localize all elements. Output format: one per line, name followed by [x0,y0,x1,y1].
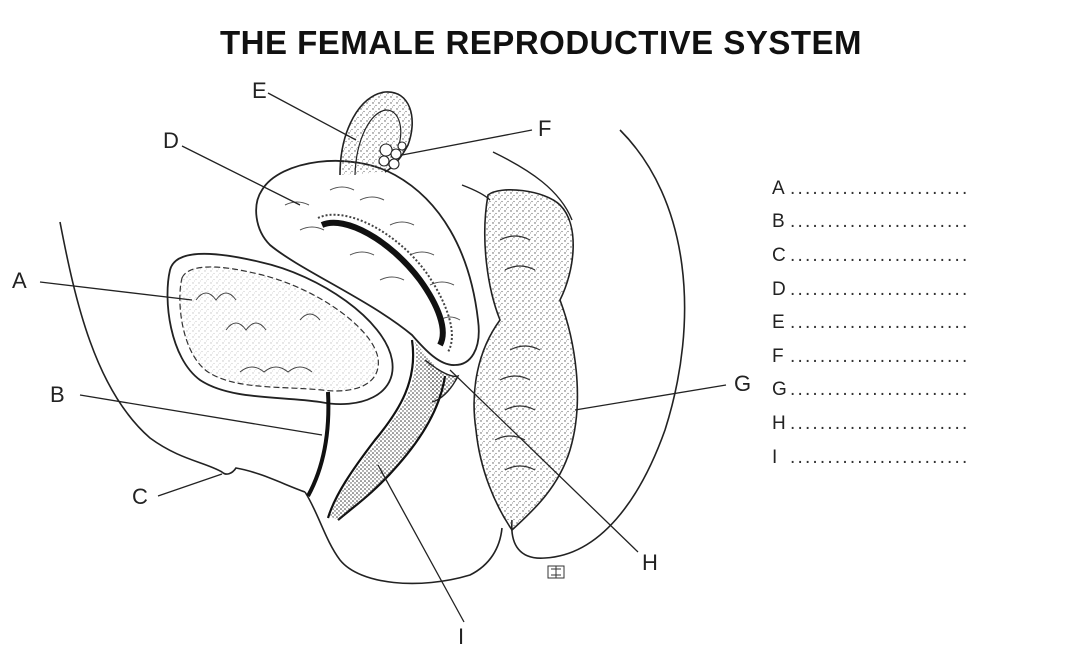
label-b: B [50,382,65,407]
answer-blank[interactable]: ........................ [790,177,970,199]
label-i: I [458,624,465,649]
rectum [473,189,579,532]
leader-line-i [377,464,465,623]
label-h: H [642,550,658,575]
endometrium [317,213,453,353]
answer-list: A........................ B.............… [772,172,1072,474]
answer-row-b[interactable]: B........................ [772,211,970,233]
answer-row-a[interactable]: A........................ [772,177,970,199]
leader-line-g [574,384,727,411]
answer-blank[interactable]: ........................ [790,312,970,334]
pelvic-floor-outline [304,491,503,585]
answer-row-f[interactable]: F........................ [772,345,970,367]
answer-row-i[interactable]: I........................ [772,446,970,468]
leader-line-e [267,92,357,141]
vaginal-wall-fill [330,342,443,520]
vagina [326,339,447,521]
bladder-inner-lining [179,266,379,392]
leader-line-f [401,129,533,156]
answer-blank[interactable]: ........................ [790,446,970,468]
answer-row-c[interactable]: C........................ [772,244,970,266]
answer-blank[interactable]: ........................ [790,211,970,233]
ovary [378,141,407,170]
answer-row-g[interactable]: G........................ [772,379,970,401]
label-d: D [163,128,179,153]
answer-row-h[interactable]: H........................ [772,412,970,434]
perineum-outline [221,467,306,493]
page-title: THE FEMALE REPRODUCTIVE SYSTEM [219,24,863,61]
leader-line-h [449,369,639,553]
posterior-wall [461,151,573,221]
uterus-wall-texture [284,186,461,321]
leader-line-d [181,145,301,206]
label-e: E [252,78,267,103]
answer-row-e[interactable]: E........................ [772,312,970,334]
answer-row-d[interactable]: D........................ [772,278,970,300]
uterine-cavity [320,219,446,347]
back-outline [510,129,686,559]
leader-lines [39,92,727,623]
label-c: C [132,484,148,509]
label-f: F [538,116,552,141]
urethra [306,391,331,497]
answer-blank[interactable]: ........................ [790,379,970,401]
leader-line-a [39,281,193,301]
rectum-folds [494,235,541,471]
label-a: A [12,268,27,293]
leader-line-c [157,473,223,497]
answer-blank[interactable]: ........................ [790,244,970,266]
leader-line-b [79,394,323,436]
answer-blank[interactable]: ........................ [790,412,970,434]
abdominal-wall-outline [59,221,223,473]
bladder-folds [195,292,321,373]
answer-blank[interactable]: ........................ [790,278,970,300]
answer-blank[interactable]: ........................ [790,345,970,367]
fallopian-tube-inner [354,109,402,176]
label-g: G [734,371,752,396]
